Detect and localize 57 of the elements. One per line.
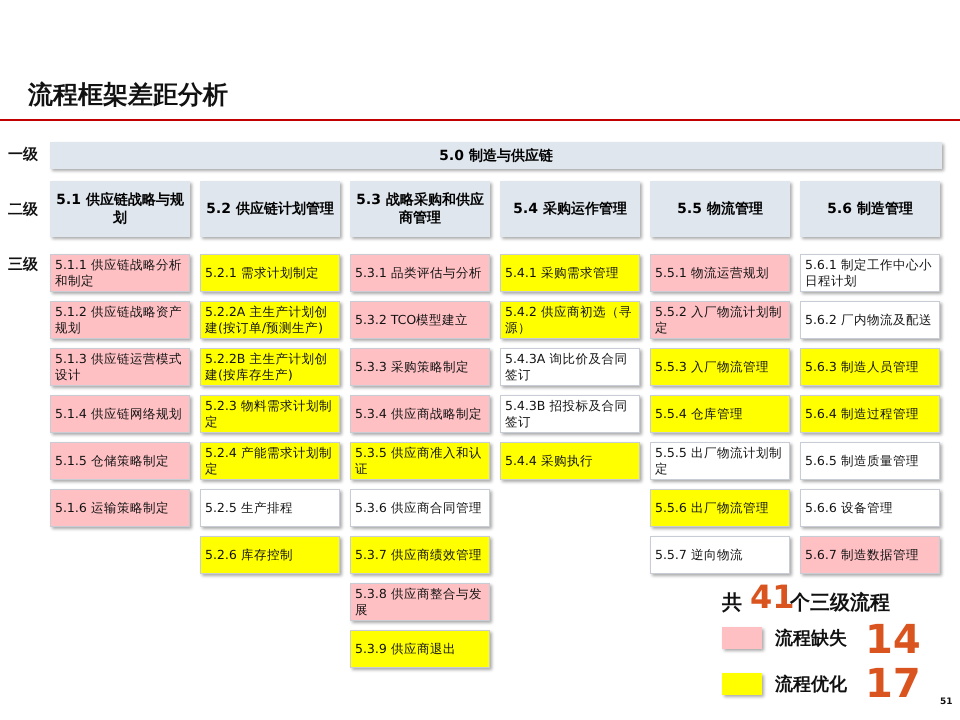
- process-box: 5.3.9 供应商退出: [350, 630, 490, 668]
- process-box: 5.4.3B 招投标及合同签订: [500, 395, 640, 433]
- category-header: 5.2 供应链计划管理: [200, 181, 340, 237]
- process-box: 5.3.6 供应商合同管理: [350, 489, 490, 527]
- process-box: 5.1.3 供应链运营模式设计: [50, 348, 190, 386]
- process-box: 5.6.4 制造过程管理: [800, 395, 940, 433]
- process-box: 5.1.2 供应链战略资产规划: [50, 301, 190, 339]
- process-box: 5.6.2 厂内物流及配送: [800, 301, 940, 339]
- process-box: 5.4.1 采购需求管理: [500, 254, 640, 292]
- category-header: 5.4 采购运作管理: [500, 181, 640, 237]
- process-box: 5.5.6 出厂物流管理: [650, 489, 790, 527]
- category-header: 5.5 物流管理: [650, 181, 790, 237]
- process-box: 5.6.3 制造人员管理: [800, 348, 940, 386]
- process-box: 5.6.5 制造质量管理: [800, 442, 940, 480]
- process-box: 5.5.4 仓库管理: [650, 395, 790, 433]
- category-header: 5.3 战略采购和供应商管理: [350, 181, 490, 237]
- level-label: 一级: [8, 145, 38, 163]
- process-box: 5.2.5 生产排程: [200, 489, 340, 527]
- process-box: 5.1.1 供应链战略分析和制定: [50, 254, 190, 292]
- level-band: 5.0 制造与供应链: [50, 142, 942, 169]
- process-box: 5.5.2 入厂物流计划制定: [650, 301, 790, 339]
- level-label: 三级: [8, 255, 38, 273]
- legend-text: 流程缺失: [775, 627, 847, 650]
- process-box: 5.5.7 逆向物流: [650, 536, 790, 574]
- process-box: 5.4.3A 询比价及合同签订: [500, 348, 640, 386]
- process-box: 5.3.7 供应商绩效管理: [350, 536, 490, 574]
- summary-text: 个三级流程: [790, 590, 890, 614]
- process-box: 5.6.1 制定工作中心小日程计划: [800, 254, 940, 292]
- process-box: 5.2.2A 主生产计划创建(按订单/预测生产): [200, 301, 340, 339]
- page-number: 51: [940, 697, 953, 708]
- process-box: 5.2.6 库存控制: [200, 536, 340, 574]
- process-box: 5.4.4 采购执行: [500, 442, 640, 480]
- process-box: 5.2.4 产能需求计划制定: [200, 442, 340, 480]
- process-box: 5.3.2 TCO模型建立: [350, 301, 490, 339]
- process-box: 5.2.1 需求计划制定: [200, 254, 340, 292]
- process-box: 5.3.3 采购策略制定: [350, 348, 490, 386]
- process-box: 5.2.2B 主生产计划创建(按库存生产): [200, 348, 340, 386]
- process-box: 5.4.2 供应商初选（寻源）: [500, 301, 640, 339]
- level-label: 二级: [8, 200, 38, 218]
- process-box: 5.3.5 供应商准入和认证: [350, 442, 490, 480]
- process-box: 5.1.6 运输策略制定: [50, 489, 190, 527]
- process-box: 5.1.5 仓储策略制定: [50, 442, 190, 480]
- process-box: 5.3.8 供应商整合与发展: [350, 583, 490, 621]
- category-header: 5.6 制造管理: [800, 181, 940, 237]
- process-box: 5.3.1 品类评估与分析: [350, 254, 490, 292]
- legend-text: 流程优化: [775, 673, 847, 696]
- category-header: 5.1 供应链战略与规划: [50, 181, 190, 237]
- process-box: 5.5.1 物流运营规划: [650, 254, 790, 292]
- process-box: 5.1.4 供应链网络规划: [50, 395, 190, 433]
- process-box: 5.6.6 设备管理: [800, 489, 940, 527]
- process-box: 5.5.5 出厂物流计划制定: [650, 442, 790, 480]
- process-box: 5.5.3 入厂物流管理: [650, 348, 790, 386]
- title: 流程框架差距分析: [28, 79, 228, 111]
- process-box: 5.6.7 制造数据管理: [800, 536, 940, 574]
- summary-text: 共: [722, 590, 742, 614]
- process-box: 5.2.3 物料需求计划制定: [200, 395, 340, 433]
- process-box: 5.3.4 供应商战略制定: [350, 395, 490, 433]
